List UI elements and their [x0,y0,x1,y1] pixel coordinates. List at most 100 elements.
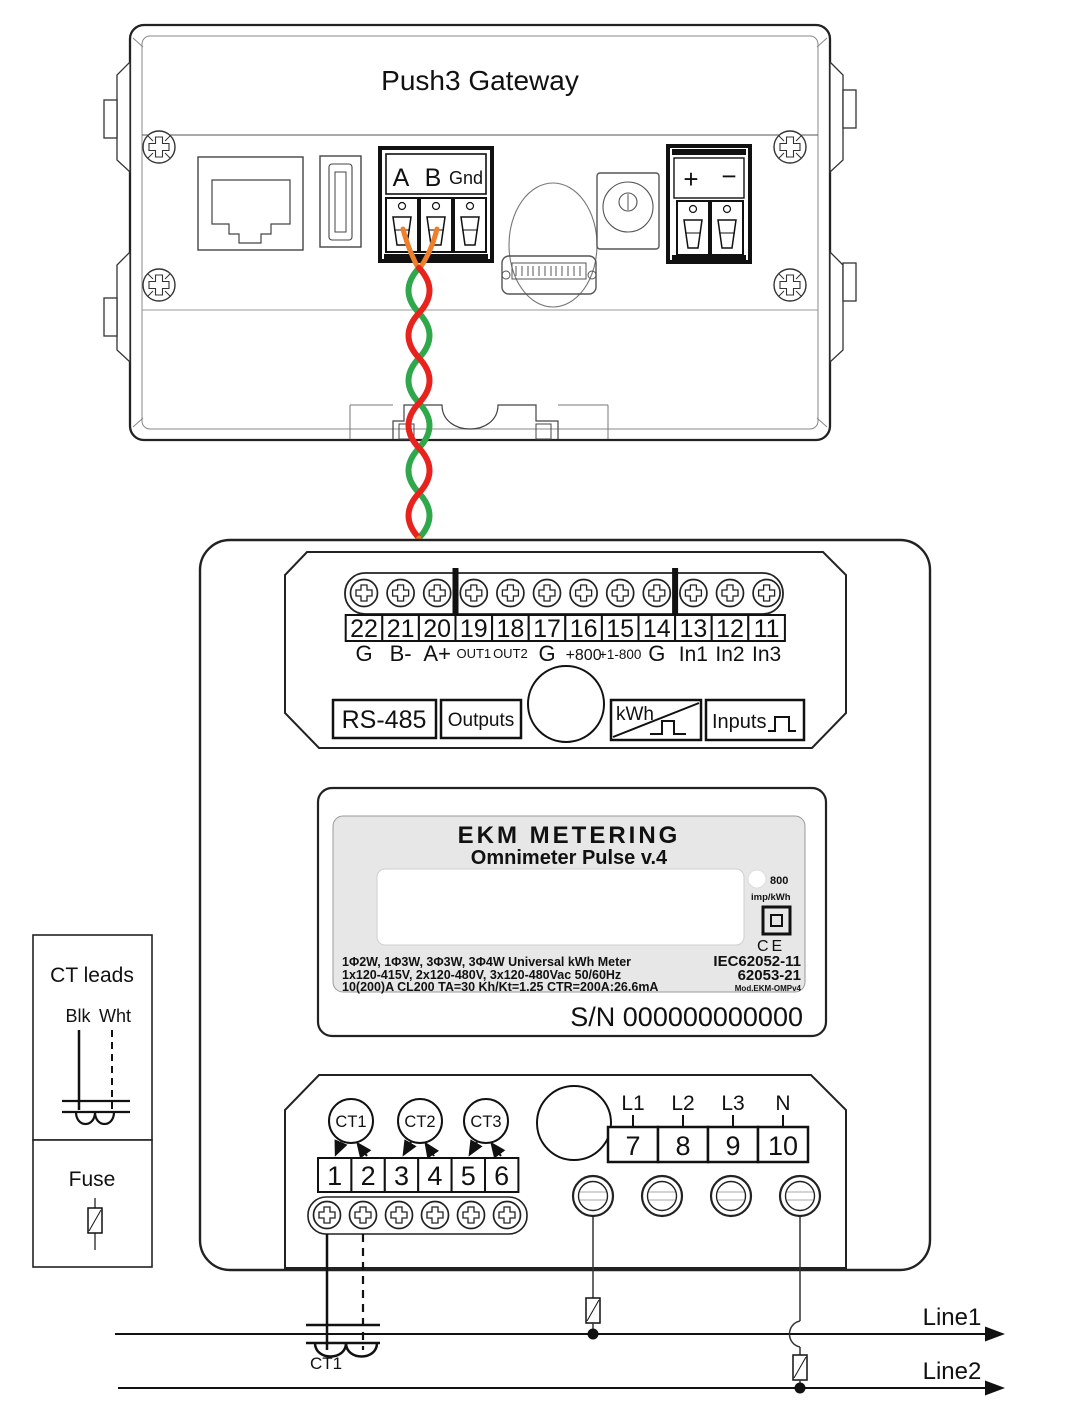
svg-text:1: 1 [327,1161,342,1191]
ct-arrows [334,1139,506,1159]
svg-text:17: 17 [533,615,561,643]
spec-line-2: 1x120-415V, 2x120-480V, 3x120-480Vac 50/… [342,968,621,982]
line2-arrow-icon [985,1380,1005,1396]
rs485-group-label: RS-485 [342,706,427,734]
white-lead-label: Wht [99,1006,131,1026]
ct3-input-label: CT3 [470,1113,501,1131]
svg-text:3: 3 [394,1161,409,1191]
svg-text:A+: A+ [423,641,451,666]
phase-labels: L1 L2 L3 N [621,1092,791,1127]
svg-text:2: 2 [361,1161,376,1191]
terminal-screw-16 [569,578,598,608]
svg-text:16: 16 [570,615,598,643]
mains-terminal-7 [571,1174,615,1218]
svg-text:G: G [355,641,372,666]
svg-text:G: G [538,641,555,666]
ct-leads-box [32,934,153,1141]
svg-text:10: 10 [768,1131,798,1161]
gateway-corner-bevels [132,37,828,428]
svg-text:6: 6 [494,1161,509,1191]
line1-fuse-tap [585,1217,601,1340]
line1-label: Line1 [923,1304,982,1331]
svg-text:7: 7 [625,1131,640,1161]
cover-screw-hole [527,665,605,743]
model-name: Omnimeter Pulse v.4 [471,847,668,869]
terminal-screw-19 [459,578,489,608]
meter-top-cover [284,551,847,749]
svg-text:In3: In3 [752,643,781,666]
terminal-screw-18 [496,578,525,608]
svg-text:L2: L2 [671,1092,694,1115]
svg-text:N: N [775,1092,790,1115]
rj45-icon [211,179,291,244]
svg-text:21: 21 [387,615,415,643]
top-terminal-labels: G B- A+ OUT1 OUT2 G +800 +1-800 G In1 In… [355,641,781,666]
pin-row-icon [515,266,581,276]
meter-faceplate: EKM METERING Omnimeter Pulse v.4 800 imp… [316,786,828,1038]
svg-text:13: 13 [679,615,707,643]
screw-icon [773,130,807,164]
terminal-divider [452,568,459,614]
wire-red [405,265,433,541]
svg-text:B-: B- [390,641,412,666]
svg-text:+1-800: +1-800 [599,647,641,662]
mains-terminal-10 [778,1174,822,1218]
gateway-power-block: + − [666,144,752,264]
brand-logo: EKM METERING [458,822,681,849]
terminal-screw-14 [642,578,672,608]
ct-screw-3 [384,1200,414,1230]
line2-label: Line2 [923,1358,982,1385]
svg-text:4: 4 [427,1161,442,1191]
terminal-label-b: B [425,164,442,192]
meter-bottom-cover [284,1074,847,1269]
bottom-wiring: CT1 Line1 Line2 [115,1217,1005,1396]
fuse-title: Fuse [69,1168,116,1191]
pulse-led-unit: imp/kWh [751,892,791,903]
screw-icon [773,268,807,302]
terminal-label-a: A [393,164,410,192]
lcd-display [376,868,745,946]
terminal-screw-12 [715,578,745,608]
inputs-group-label: Inputs [712,711,766,733]
screw-icon [142,130,176,164]
pulse-icon [650,720,686,735]
gateway-bevel [141,35,819,430]
kwh-group-label: kWh [616,704,654,725]
junction-dot [794,1382,806,1394]
ct2-input-label: CT2 [404,1113,435,1131]
double-insulation-icon [761,905,792,936]
mains-terminal-numbers: 7 8 9 10 [625,1131,798,1161]
terminal-socket-gnd [453,197,487,253]
svg-text:In2: In2 [715,643,744,666]
svg-text:8: 8 [675,1131,690,1161]
wire-orange-top [400,226,440,271]
rs485-group-box [331,698,438,740]
outputs-group-label: Outputs [448,710,515,731]
svg-text:L3: L3 [721,1092,744,1115]
ct1-input-label: CT1 [335,1113,366,1131]
spec-line-3: 10(200)A CL200 TA=30 Kh/Kt=1.25 CTR=200A… [342,980,658,994]
line2-fuse-tap [788,1217,808,1394]
svg-text:9: 9 [725,1131,740,1161]
svg-text:18: 18 [496,615,524,643]
ct-terminal-numbers: 1 2 3 4 5 6 [327,1161,509,1191]
cert-line-2: 62053-21 [738,967,801,984]
wire-hop-icon [788,1320,801,1348]
ct-screw-2 [348,1200,378,1230]
ct-terminal-boxes [317,1157,520,1193]
inputs-group-box: Inputs [704,698,806,742]
spec-line-1: 1Φ2W, 1Φ3W, 3Φ3W, 3Φ4W Universal kWh Met… [342,955,631,969]
svg-text:In1: In1 [679,643,708,666]
fuse-symbol-icon [87,1198,103,1250]
svg-text:14: 14 [643,615,671,643]
terminal-label-minus: − [721,161,736,191]
svg-text:OUT2: OUT2 [493,646,528,661]
mains-terminal-8 [640,1174,684,1218]
terminal-screw-11 [752,578,781,608]
ct-screw-4 [420,1200,450,1230]
outputs-group-box [439,698,523,740]
ct1-transformer-icon [306,1323,380,1358]
pulse-led-value: 800 [770,875,788,887]
svg-text:L1: L1 [621,1092,644,1115]
